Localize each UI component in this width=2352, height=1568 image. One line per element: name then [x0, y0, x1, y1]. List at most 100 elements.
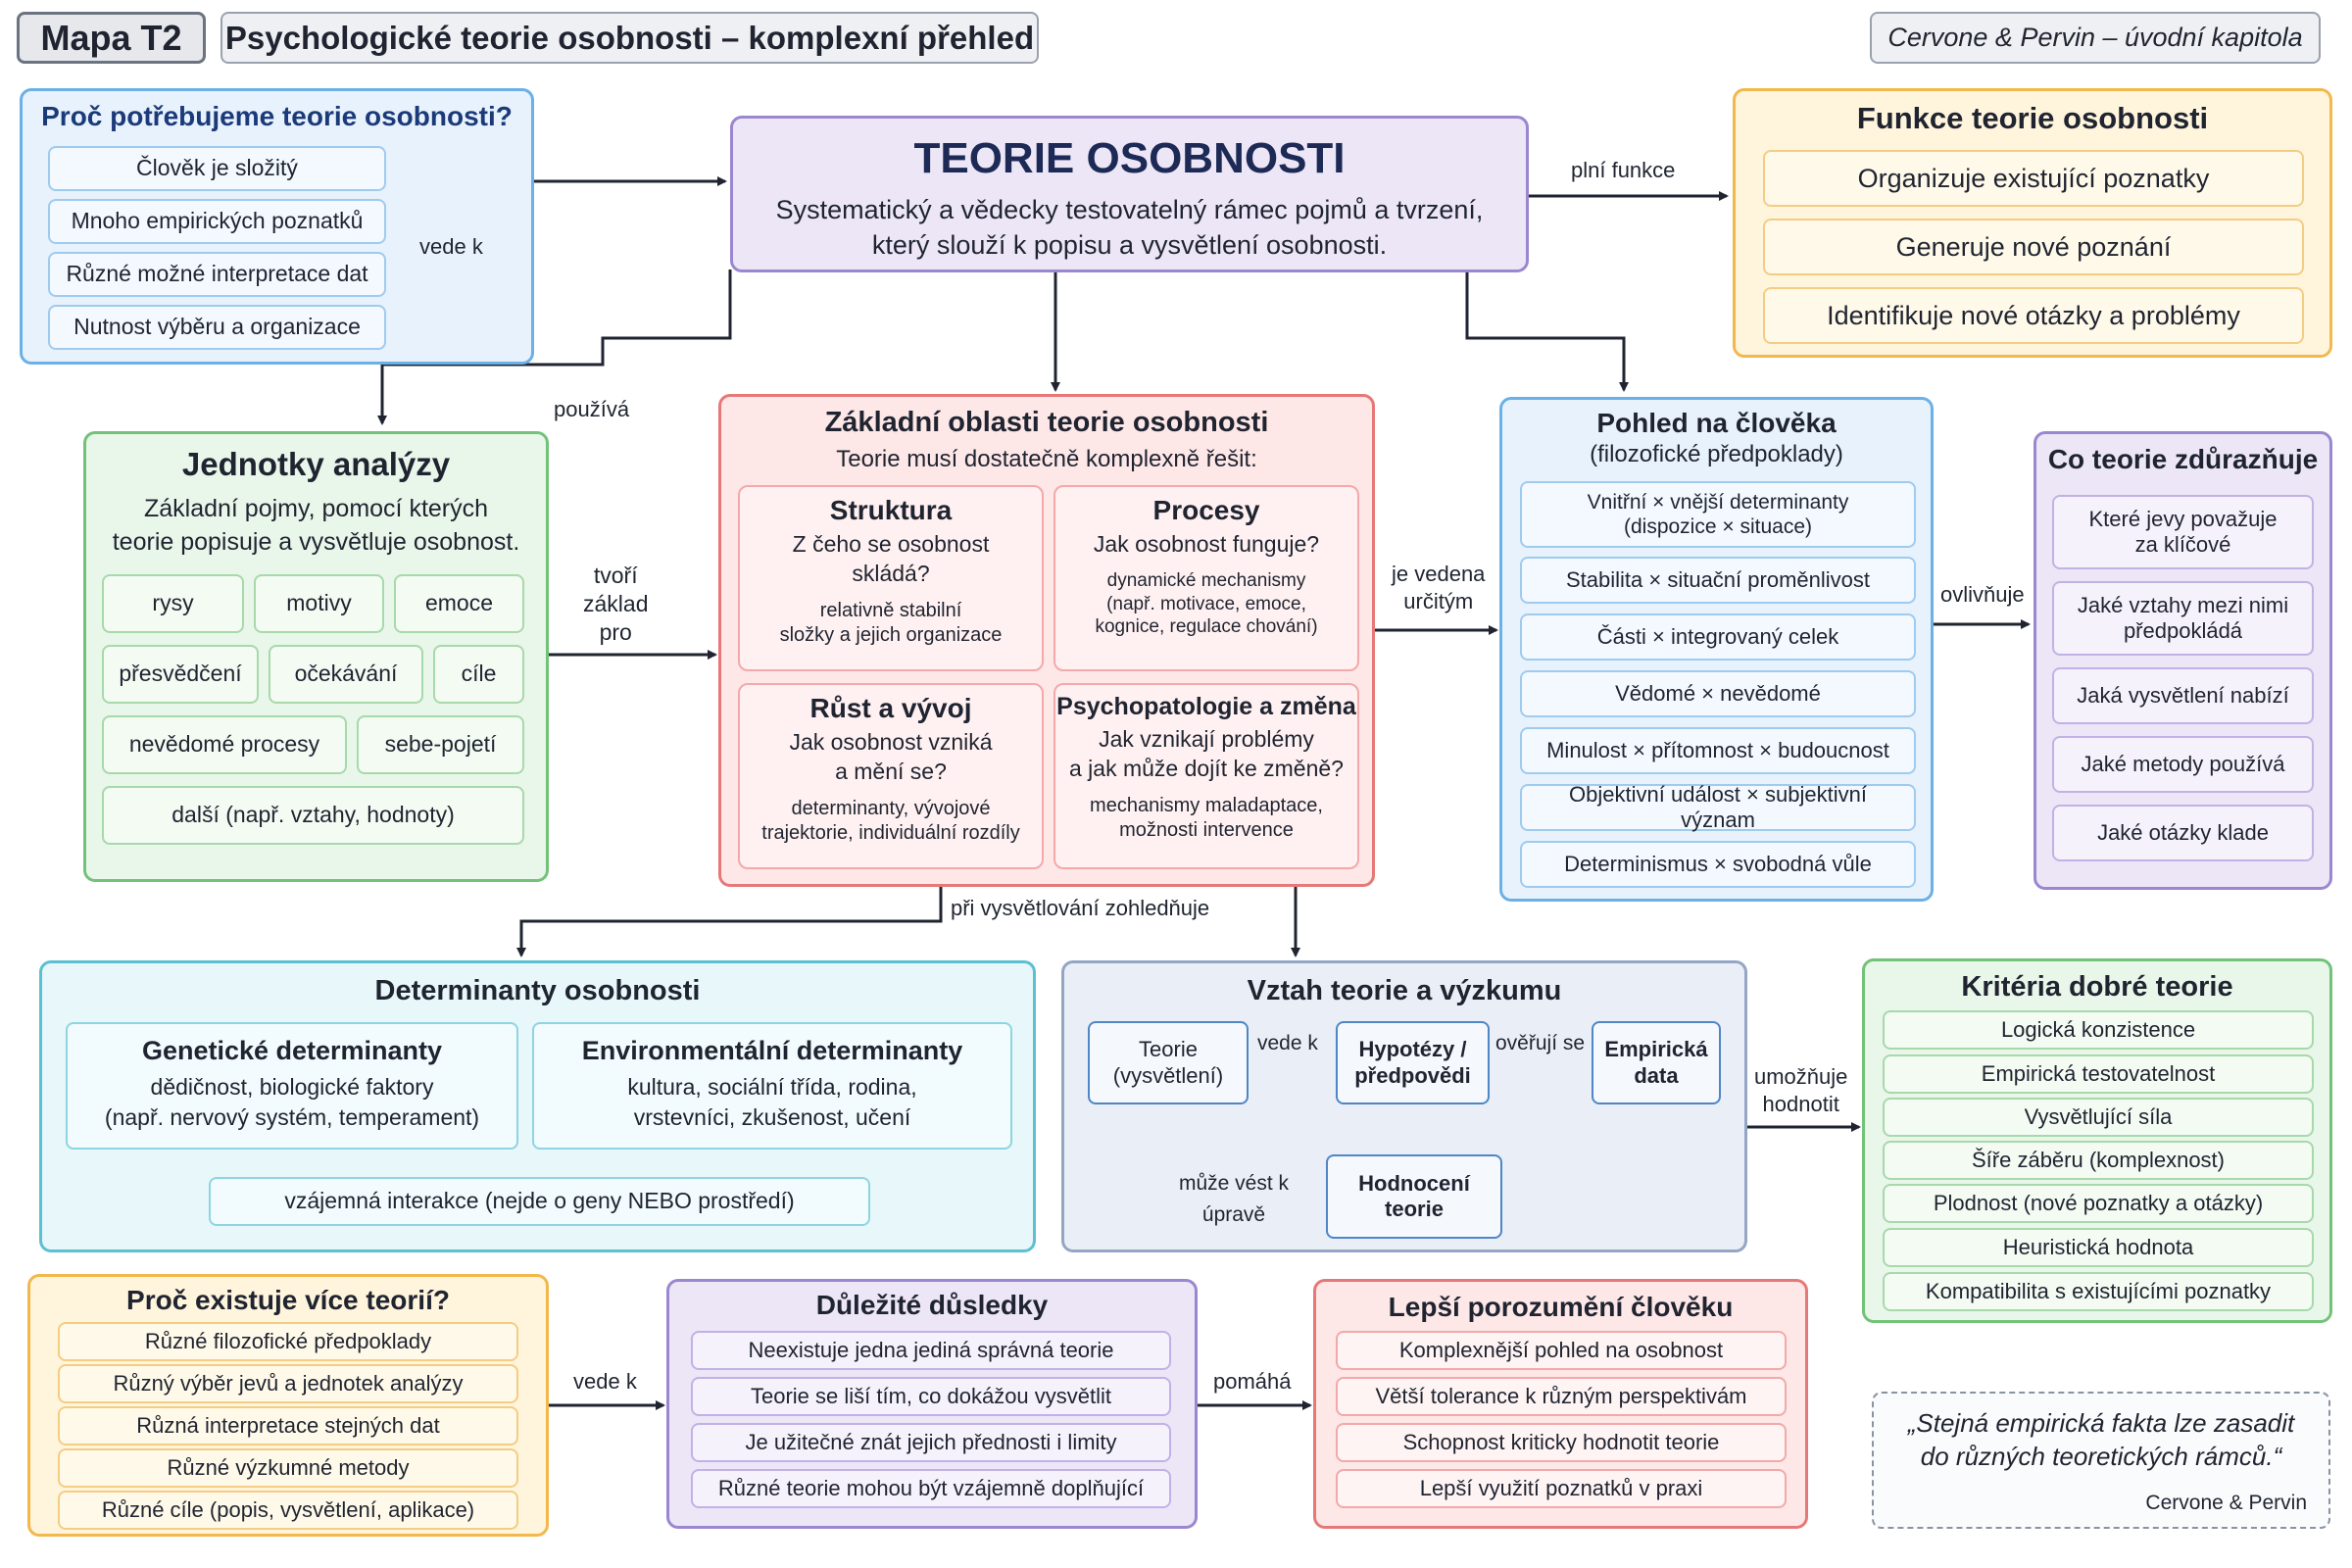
many-item: Různý výběr jevů a jednotek analýzy [58, 1364, 518, 1403]
arrow-areas-to-determinants [516, 887, 943, 957]
area-processes: Procesy Jak osobnost funguje? dynamické … [1054, 485, 1359, 671]
area-detail: relativně stabilní složky a jejich organ… [779, 599, 1003, 646]
label-leads-to-many: vede k [573, 1369, 637, 1394]
many-item: Různé výzkumné metody [58, 1448, 518, 1488]
many-item: Různá interpretace stejných dat [58, 1406, 518, 1446]
better-understanding-panel: Lepší porozumění člověku Komplexnější po… [1313, 1279, 1808, 1529]
functions-title: Funkce teorie osobnosti [1856, 101, 2209, 135]
page-title: Psychologické teorie osobnosti – komplex… [220, 12, 1039, 64]
criterion-item: Plodnost (nové poznatky a otázky) [1883, 1184, 2314, 1223]
research-title: Vztah teorie a výzkumu [1247, 975, 1562, 1006]
view-title: Pohled na člověka [1596, 408, 1837, 438]
why-item: Člověk je složitý [48, 146, 386, 191]
better-item: Lepší využití poznatků v praxi [1336, 1469, 1787, 1508]
better-title: Lepší porozumění člověku [1388, 1292, 1734, 1322]
node-theory: Teorie (vysvětlení) [1088, 1021, 1249, 1104]
map-id-badge: Mapa T2 [17, 12, 206, 64]
label-guided-by: je vedena určitým [1392, 562, 1486, 613]
consequences-title: Důležité důsledky [815, 1290, 1049, 1320]
area-question: Jak osobnost vzniká a mění se? [789, 729, 993, 784]
node-data: Empirická data [1592, 1021, 1721, 1104]
why-item: Mnoho empirických poznatků [48, 199, 386, 244]
area-head: Růst a vývoj [809, 693, 972, 723]
env-title: Environmentální determinanty [581, 1036, 963, 1065]
criterion-item: Kompatibilita s existujícími poznatky [1883, 1272, 2314, 1311]
unit-item: rysy [102, 574, 244, 633]
area-question: Jak vznikají problémy a jak může dojít k… [1069, 726, 1344, 781]
brace-label: vede k [419, 234, 483, 259]
view-panel: Pohled na člověka (filozofické předpokla… [1499, 397, 1934, 902]
label-forms-basis: tvoří základ pro [583, 563, 649, 645]
many-title: Proč existuje více teorií? [126, 1285, 450, 1315]
label-fulfills: plní funkce [1571, 158, 1676, 182]
node-hypotheses: Hypotézy / předpovědi [1336, 1021, 1490, 1104]
why-item: Různé možné interpretace dat [48, 252, 386, 297]
central-title: TEORIE OSOBNOSTI [913, 134, 1346, 182]
page-title-text: Psychologické teorie osobnosti – komplex… [224, 19, 1035, 56]
arrow-central-to-view [1465, 272, 1629, 392]
why-theories-panel: Proč potřebujeme teorie osobnosti? Člově… [20, 88, 534, 365]
area-head: Procesy [1152, 495, 1260, 525]
why-theories-title: Proč potřebujeme teorie osobnosti? [41, 101, 513, 131]
many-item: Různé cíle (popis, vysvětlení, aplikace) [58, 1491, 518, 1530]
emphasis-item: Které jevy považuje za klíčové [2052, 495, 2314, 569]
area-detail: dynamické mechanismy (např. motivace, em… [1095, 569, 1318, 638]
area-question: Z čeho se osobnost skládá? [792, 531, 990, 586]
area-head: Psychopatologie a změna [1056, 693, 1356, 720]
map-id: Mapa T2 [40, 17, 182, 58]
areas-title: Základní oblasti teorie osobnosti [824, 407, 1269, 438]
genetic-determinants: Genetické determinanty dědičnost, biolog… [66, 1022, 518, 1150]
consequence-item: Je užitečné znát jejich přednosti i limi… [691, 1423, 1171, 1462]
criterion-item: Empirická testovatelnost [1883, 1054, 2314, 1094]
function-item: Identifikuje nové otázky a problémy [1763, 287, 2304, 344]
area-detail: determinanty, vývojové trajektorie, indi… [761, 797, 1020, 844]
source-badge: Cervone & Pervin – úvodní kapitola [1870, 12, 2321, 64]
view-item: Stabilita × situační proměnlivost [1520, 557, 1916, 604]
better-item: Větší tolerance k různým perspektivám [1336, 1377, 1787, 1416]
env-desc: kultura, sociální třída, rodina, vrstevn… [627, 1074, 917, 1131]
emphasis-panel: Co teorie zdůrazňuje Které jevy považuje… [2034, 431, 2332, 890]
label-leads-to: vede k [1257, 1032, 1318, 1054]
view-item: Vnitřní × vnější determinanty (dispozice… [1520, 481, 1916, 548]
units-desc: Základní pojmy, pomocí kterých teorie po… [112, 495, 520, 556]
central-panel: TEORIE OSOBNOSTI Systematický a vědecky … [730, 116, 1529, 272]
unit-item: nevědomé procesy [102, 715, 347, 774]
environmental-determinants: Environmentální determinanty kultura, so… [532, 1022, 1012, 1150]
emphasis-item: Jaká vysvětlení nabízí [2052, 667, 2314, 724]
consequences-panel: Důležité důsledky Neexistuje jedna jedin… [666, 1279, 1198, 1529]
criterion-item: Logická konzistence [1883, 1010, 2314, 1050]
unit-item: přesvědčení [102, 645, 259, 704]
many-item: Různé filozofické předpoklady [58, 1322, 518, 1361]
functions-panel: Funkce teorie osobnosti Organizuje exist… [1733, 88, 2332, 358]
area-detail: mechanismy maladaptace, možnosti interve… [1090, 794, 1323, 841]
units-title: Jednotky analýzy [181, 446, 451, 482]
determinants-panel: Determinanty osobnosti Genetické determi… [39, 960, 1036, 1252]
function-item: Organizuje existující poznatky [1763, 150, 2304, 207]
criteria-panel: Kritéria dobré teorie Logická konzistenc… [1862, 958, 2332, 1323]
area-structure: Struktura Z čeho se osobnost skládá? rel… [738, 485, 1044, 671]
research-panel: Vztah teorie a výzkumu [1061, 960, 1747, 1252]
quote-box: „Stejná empirická fakta lze zasadit do r… [1872, 1392, 2330, 1529]
view-item: Části × integrovaný celek [1520, 613, 1916, 661]
label-influences: ovlivňuje [1940, 582, 2025, 607]
view-subtitle: (filozofické předpoklady) [1590, 441, 1843, 467]
function-item: Generuje nové poznání [1763, 219, 2304, 275]
criterion-item: Šíře záběru (komplexnost) [1883, 1141, 2314, 1180]
criteria-title: Kritéria dobré teorie [1961, 971, 2233, 1003]
emphasis-item: Jaké vztahy mezi nimi předpokládá [2052, 581, 2314, 656]
area-growth: Růst a vývoj Jak osobnost vzniká a mění … [738, 683, 1044, 869]
many-theories-panel: Proč existuje více teorií? Různé filozof… [27, 1274, 549, 1537]
view-item: Minulost × přítomnost × budoucnost [1520, 727, 1916, 774]
area-psychopathology: Psychopatologie a změna Jak vznikají pro… [1054, 683, 1359, 869]
label-revision: může vést k úpravě [1179, 1172, 1290, 1226]
arrow-central-to-units [377, 270, 732, 425]
better-item: Komplexnější pohled na osobnost [1336, 1331, 1787, 1370]
label-enables: umožňuje hodnotit [1754, 1064, 1848, 1116]
quote-author: Cervone & Pervin [2145, 1492, 2307, 1514]
consequence-item: Neexistuje jedna jediná správná teorie [691, 1331, 1171, 1370]
criterion-item: Heuristická hodnota [1883, 1228, 2314, 1267]
interaction-note: vzájemná interakce (nejde o geny NEBO pr… [209, 1177, 870, 1226]
label-verified: ověřují se [1495, 1032, 1586, 1054]
unit-item: očekávání [269, 645, 423, 704]
emphasis-title: Co teorie zdůrazňuje [2047, 444, 2319, 474]
